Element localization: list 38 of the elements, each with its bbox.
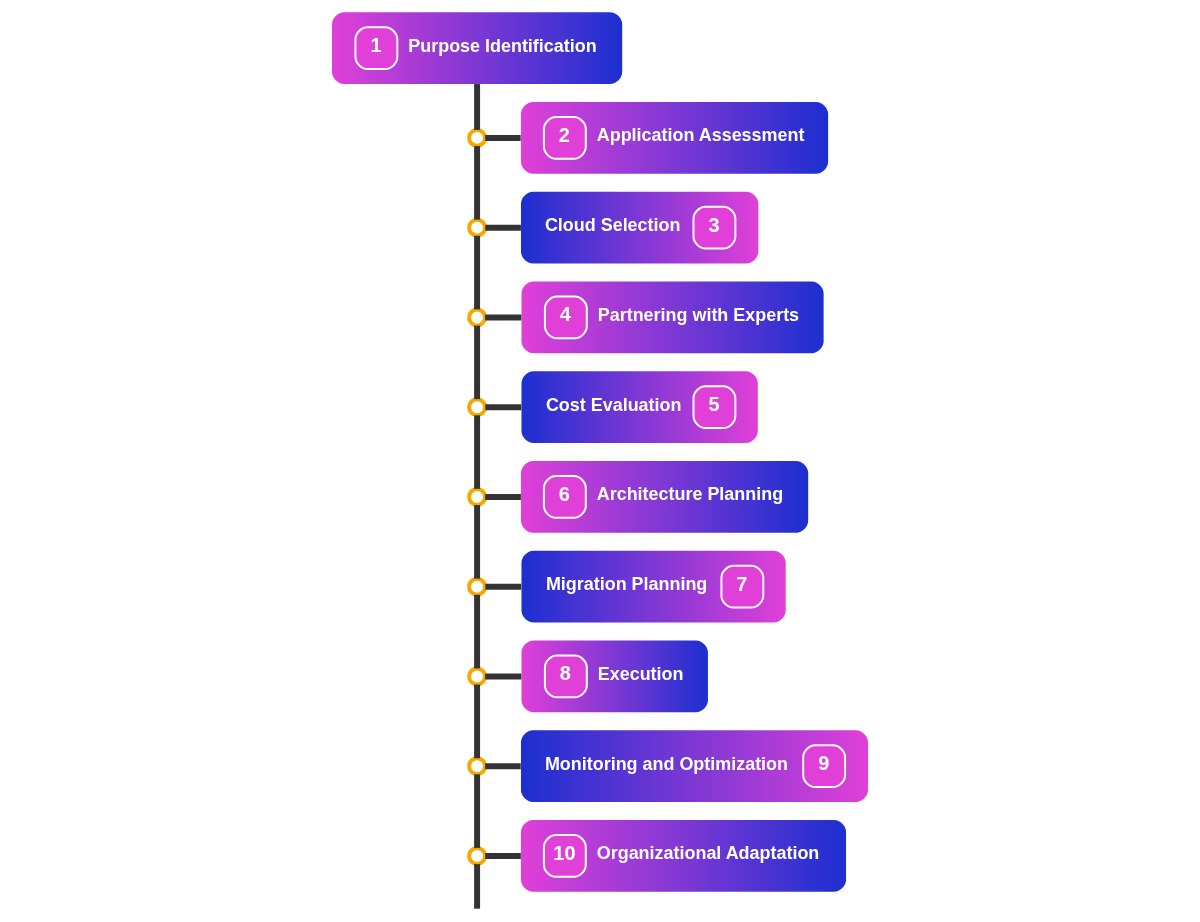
node-box: 4 Partnering with Experts [521, 281, 824, 354]
node-circle [467, 307, 488, 328]
connector [474, 594, 481, 669]
node-box: Monitoring and Optimization 9 [520, 730, 868, 803]
connector [474, 684, 481, 759]
connector [485, 852, 521, 859]
node-circle [467, 397, 488, 418]
connector [485, 134, 521, 141]
node-circle [467, 217, 488, 238]
connector [474, 864, 481, 909]
connector [485, 763, 521, 770]
connector [474, 774, 481, 848]
node-circle [467, 127, 488, 148]
connector [485, 493, 521, 500]
node-circle [467, 576, 488, 597]
node-circle [467, 845, 488, 866]
connector [485, 583, 522, 590]
node-box: Migration Planning 7 [521, 550, 786, 623]
connector [485, 673, 522, 680]
node-box: Cloud Selection 3 [520, 191, 759, 264]
connector [474, 415, 481, 489]
connector [474, 84, 481, 130]
node-box: 10 Organizational Adaptation [520, 820, 847, 892]
node-box: 6 Architecture Planning [520, 461, 809, 533]
node-box: 2 Application Assessment [520, 102, 829, 174]
connector [474, 325, 481, 400]
connector [474, 505, 481, 579]
node-circle [467, 486, 488, 507]
node-box: Cost Evaluation 5 [521, 371, 758, 444]
connector [485, 314, 522, 321]
connector [474, 235, 481, 310]
node-circle [467, 756, 488, 777]
node-box: 1 Purpose Identification [332, 12, 623, 85]
node-circle [467, 666, 488, 687]
connector [474, 146, 481, 220]
node-box: 8 Execution [521, 640, 708, 713]
connector [485, 224, 521, 231]
connector [485, 404, 522, 411]
